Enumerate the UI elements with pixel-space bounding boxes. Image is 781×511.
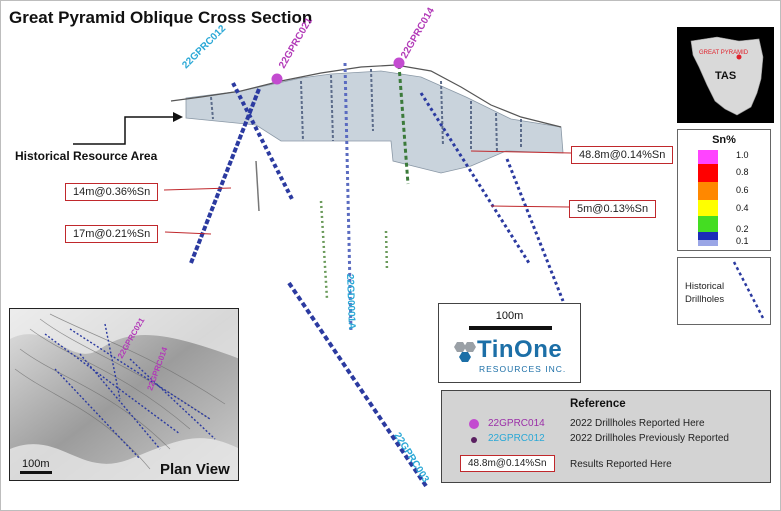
callout-leader [163, 187, 232, 191]
legend-tick: 0.8 [736, 167, 749, 177]
drillhole-trace [343, 62, 353, 332]
legend-tick: 0.6 [736, 185, 749, 195]
collar-marker-22gprc021 [271, 73, 283, 85]
reference-box: Reference 22GPRC014 2022 Drillholes Repo… [441, 390, 771, 483]
reference-marker-reported [469, 419, 479, 429]
plan-view-label: Plan View [160, 461, 230, 478]
drillhole-trace [397, 64, 410, 185]
arrow-head [173, 112, 183, 122]
tasmania-location-map: GREAT PYRAMID TAS [677, 27, 774, 123]
figure-title: Great Pyramid Oblique Cross Section [9, 8, 313, 27]
drillhole-trace [287, 281, 428, 488]
legend-title: Sn% [712, 134, 736, 146]
reference-title: Reference [570, 398, 626, 410]
plan-view-inset: 22GPRC021 22GPRC014 100m Plan View [9, 308, 239, 481]
drillhole-trace [231, 82, 295, 202]
topography-line [170, 64, 562, 128]
great-pyramid-map-label: GREAT PYRAMID [699, 50, 749, 56]
legend-tick: 0.1 [736, 236, 749, 246]
tasmania-shape: GREAT PYRAMID TAS [690, 36, 764, 116]
collar-marker-22gprc014 [393, 57, 405, 69]
sn-grade-legend: Sn% 1.0 0.8 0.6 0.4 0.2 0.1 [677, 129, 771, 251]
plan-scale-bar [20, 471, 52, 474]
historical-resource-area-label: Historical Resource Area [15, 149, 158, 163]
section-scale-label: 100m [495, 310, 524, 322]
reference-sample-callout: 48.8m@0.14%Sn [460, 455, 555, 472]
hole-label-22gprc003: 22GPRC003 [391, 431, 431, 485]
resource-area [185, 70, 564, 174]
reference-hole-previous: 22GPRC012 [488, 433, 545, 444]
reference-hole-reported: 22GPRC014 [488, 418, 545, 429]
callout-leader [470, 150, 572, 154]
brand-subtitle: RESOURCES INC. [479, 364, 567, 374]
hole-label-22gprc014: 22GPRC014 [399, 6, 437, 61]
reference-marker-previous [471, 437, 477, 443]
drillhole-trace [300, 80, 304, 142]
historical-resource-arrow [73, 116, 173, 145]
callout-5m: 5m@0.13%Sn [569, 200, 657, 218]
plan-view-map: 22GPRC021 22GPRC014 100m Plan View [10, 309, 238, 480]
historical-drillholes-legend: Historical Drillholes [677, 257, 771, 325]
historical-drillhole-sample [732, 261, 766, 321]
great-pyramid-marker [736, 54, 742, 60]
drillhole-trace [210, 96, 214, 120]
callout-48-8m: 48.8m@0.14%Sn [571, 146, 674, 164]
hole-label-22gd0001a: 22GD0001A [344, 274, 357, 330]
reference-sample-desc: Results Reported Here [570, 459, 672, 470]
scale-and-logo-box: 100m TinOne RESOURCES INC. [438, 303, 581, 383]
hole-label-22gprc021: 22GPRC021 [277, 16, 315, 71]
drillhole-trace [505, 158, 565, 302]
hole-label-22gprc012: 22GPRC012 [180, 23, 228, 71]
reference-desc-reported: 2022 Drillholes Reported Here [570, 418, 705, 429]
drillhole-trace [255, 160, 260, 212]
drillhole-trace [370, 68, 374, 132]
callout-leader [164, 231, 212, 235]
brand-name: TinOne [477, 336, 563, 363]
legend-tick: 0.2 [736, 224, 749, 234]
drillhole-trace [495, 112, 498, 154]
callout-17m: 17m@0.21%Sn [65, 225, 159, 243]
tinone-logo-icon [454, 342, 476, 362]
legend-colorbar: 1.0 0.8 0.6 0.4 0.2 0.1 [698, 150, 749, 246]
legend-tick: 1.0 [736, 150, 749, 160]
plan-scale-label: 100m [22, 458, 50, 470]
drillhole-trace [330, 74, 334, 142]
drillhole-trace [319, 200, 329, 300]
callout-leader [490, 205, 570, 208]
section-scale-bar [469, 326, 552, 330]
callout-14m: 14m@0.36%Sn [65, 183, 159, 201]
drillhole-trace [384, 230, 389, 272]
legend-tick: 0.4 [736, 203, 749, 213]
reference-desc-previous: 2022 Drillholes Previously Reported [570, 433, 729, 444]
tas-label: TAS [715, 70, 736, 82]
drillhole-trace [440, 80, 444, 147]
historical-drillholes-label: Historical Drillholes [685, 281, 725, 305]
